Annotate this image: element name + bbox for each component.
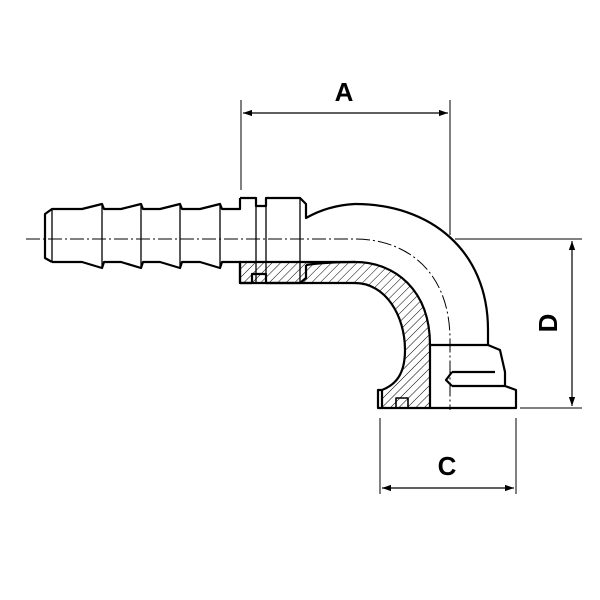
flange-head bbox=[376, 343, 518, 410]
dimension-d bbox=[455, 238, 582, 409]
dimension-d-label: D bbox=[533, 314, 563, 333]
dimension-c-label: C bbox=[438, 451, 457, 481]
elbow bbox=[305, 202, 490, 345]
hose-barb bbox=[43, 198, 242, 272]
bend-section bbox=[238, 260, 432, 410]
dimension-a bbox=[240, 100, 451, 235]
dimension-c bbox=[379, 418, 517, 494]
centerline bbox=[26, 238, 451, 410]
dimension-a-label: A bbox=[335, 77, 354, 107]
